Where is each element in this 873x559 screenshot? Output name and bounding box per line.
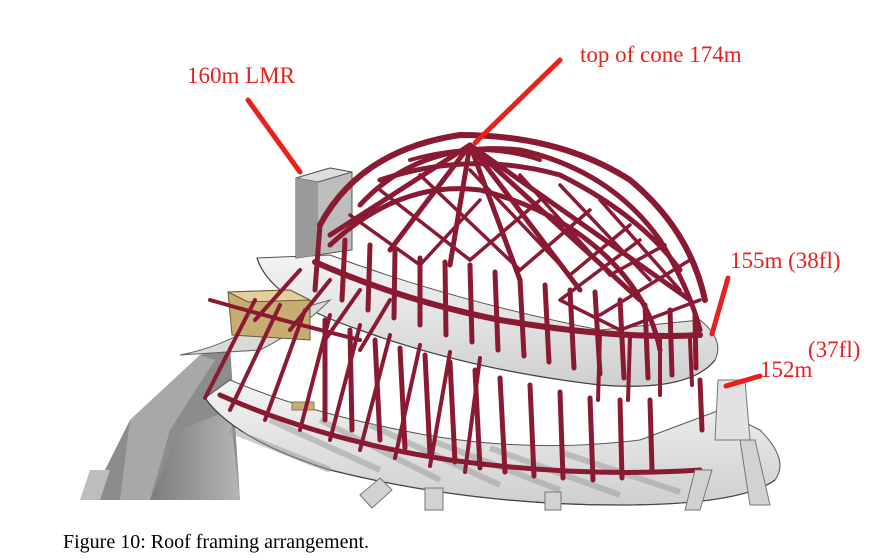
leader-155m xyxy=(709,275,731,337)
label-152m: 152m xyxy=(760,357,813,382)
steel-roof-frame xyxy=(203,131,708,483)
lower-building-mass xyxy=(80,345,240,500)
label-37fl: (37fl) xyxy=(808,337,861,362)
support-columns xyxy=(359,379,771,511)
leader-lmr xyxy=(245,97,303,175)
leader-152m xyxy=(723,373,763,389)
label-155m-38fl: 155m (38fl) xyxy=(730,248,841,273)
figure-caption: Figure 10: Roof framing arrangement. xyxy=(63,531,370,553)
label-lmr: 160m LMR xyxy=(187,63,295,88)
label-top-of-cone: top of cone 174m xyxy=(580,42,742,67)
leader-top-of-cone xyxy=(472,57,563,146)
annotation-leaders xyxy=(245,57,763,389)
